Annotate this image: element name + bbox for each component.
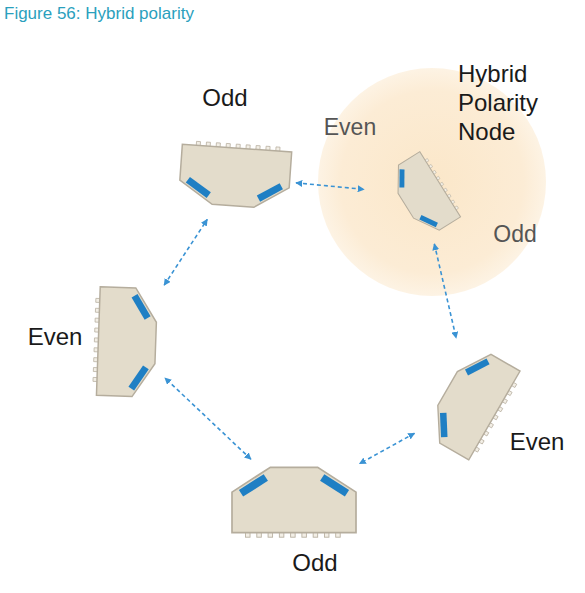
connector-body xyxy=(232,467,356,532)
dashed-arrow xyxy=(165,378,251,459)
connector-shape xyxy=(418,342,524,462)
connector-node: Even xyxy=(418,342,524,462)
dashed-arrow xyxy=(359,433,414,463)
connector-body xyxy=(422,344,520,460)
connector-body xyxy=(385,152,460,239)
polarity-bar xyxy=(467,355,489,379)
node-label: Odd xyxy=(493,221,536,249)
polarity-bar xyxy=(131,367,146,389)
dashed-arrow xyxy=(296,183,364,190)
polarity-bar xyxy=(322,477,347,493)
connector-shape xyxy=(232,462,356,538)
node-label: Hybrid Polarity Node xyxy=(458,60,563,146)
polarity-bar xyxy=(187,180,210,195)
node-label: Even xyxy=(510,428,565,457)
connector-node: EvenHybrid Polarity NodeOdd xyxy=(368,150,478,240)
polarity-bar xyxy=(241,477,266,493)
figure-title: Figure 56: Hybrid polarity xyxy=(4,4,194,24)
connector-shape xyxy=(368,150,478,240)
connector-node: Odd xyxy=(232,462,356,538)
dashed-arrow xyxy=(434,244,456,338)
node-label: Even xyxy=(324,114,376,142)
connector-shape xyxy=(92,276,162,408)
node-label: Odd xyxy=(292,549,337,578)
connector-body xyxy=(178,144,291,209)
polarity-bar xyxy=(433,413,455,437)
node-label: Even xyxy=(28,323,83,352)
connector-node: Even xyxy=(92,276,162,408)
connector-node: Odd xyxy=(178,138,292,216)
connector-shape xyxy=(178,138,292,216)
polarity-bar xyxy=(394,169,410,187)
polarity-bar xyxy=(258,185,281,200)
polarity-bar xyxy=(420,212,436,230)
polarity-bar xyxy=(134,296,149,318)
dashed-arrow xyxy=(164,219,207,285)
node-label: Odd xyxy=(202,84,247,113)
connector-body xyxy=(96,287,157,398)
